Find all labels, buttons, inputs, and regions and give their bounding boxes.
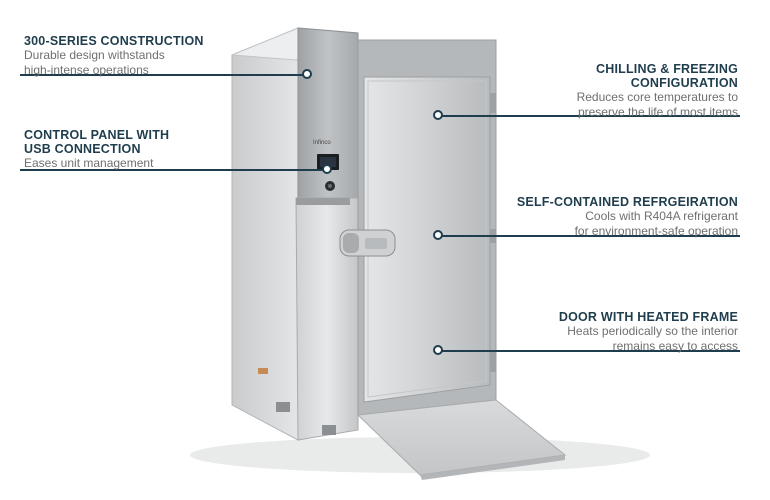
callout-title: CHILLING & FREEZING CONFIGURATION xyxy=(596,62,738,90)
hotspot-construction[interactable] xyxy=(302,69,312,79)
connector-line-control-panel xyxy=(20,169,327,171)
callout-title: 300-SERIES CONSTRUCTION xyxy=(24,34,204,48)
callout-refrigeration: SELF-CONTAINED REFRGEIRATION Cools with … xyxy=(500,195,738,239)
callout-title: CONTROL PANEL WITH USB CONNECTION xyxy=(24,128,170,156)
callout-title: DOOR WITH HEATED FRAME xyxy=(558,310,738,324)
connector-line-door xyxy=(438,350,740,352)
hinge-top xyxy=(490,93,496,113)
callout-title: SELF-CONTAINED REFRGEIRATION xyxy=(516,195,738,209)
hotspot-control-panel[interactable] xyxy=(322,164,332,174)
connector-line-construction xyxy=(20,74,307,76)
side-panel xyxy=(231,27,299,441)
callout-description: Heats periodically so the interior remai… xyxy=(567,324,738,353)
callout-description: Durable design withstands high-intense o… xyxy=(24,48,165,77)
brand-logo: Infinco xyxy=(313,140,331,146)
callout-chilling: CHILLING & FREEZING CONFIGURATION Reduce… xyxy=(500,62,738,120)
foot xyxy=(322,425,336,435)
connector-line-refrigeration xyxy=(438,235,740,237)
side-vent xyxy=(258,368,268,374)
callout-description: Cools with R404A refrigerant for environ… xyxy=(574,209,738,238)
foot xyxy=(276,402,290,412)
hotspot-refrigeration[interactable] xyxy=(433,230,443,240)
connector-line-chilling xyxy=(438,115,740,117)
callout-construction: 300-SERIES CONSTRUCTION Durable design w… xyxy=(24,34,234,78)
hotspot-chilling[interactable] xyxy=(433,110,443,120)
callout-description: Eases unit management xyxy=(24,156,154,170)
callout-door: DOOR WITH HEATED FRAME Heats periodicall… xyxy=(500,310,738,354)
door-panel xyxy=(363,76,491,403)
callout-description: Reduces core temperatures to preserve th… xyxy=(576,90,738,119)
hinge-bottom xyxy=(490,352,496,372)
hotspot-door[interactable] xyxy=(433,345,443,355)
callout-control-panel: CONTROL PANEL WITH USB CONNECTION Eases … xyxy=(24,128,234,171)
